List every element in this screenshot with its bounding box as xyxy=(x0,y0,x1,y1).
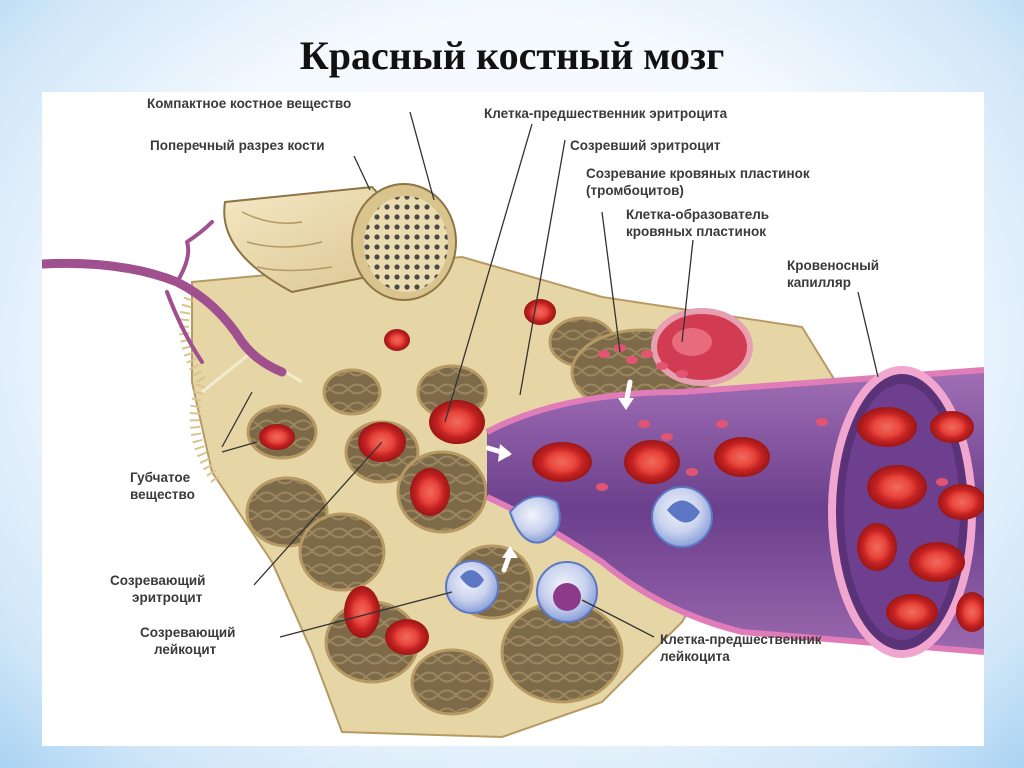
label-platelet-maturation-2: (тромбоцитов) xyxy=(586,183,684,198)
label-platelet-former-2: кровяных пластинок xyxy=(626,224,766,239)
bone-marrow-illustration: Компактное костное вещество Поперечный р… xyxy=(42,92,984,746)
label-platelet-former-1: Клетка-образователь xyxy=(626,207,769,222)
label-maturing-erythrocyte-1: Созревающий xyxy=(110,573,205,588)
label-cross-section: Поперечный разрез кости xyxy=(150,138,325,153)
bone-marrow-figure: Компактное костное вещество Поперечный р… xyxy=(42,92,984,746)
label-compact-bone: Компактное костное вещество xyxy=(147,96,351,111)
label-maturing-leukocyte-1: Созревающий xyxy=(140,625,235,640)
label-spongy-1: Губчатое xyxy=(130,470,191,485)
label-capillary-1: Кровеносный xyxy=(787,258,879,273)
slide-title: Красный костный мозг xyxy=(0,32,1024,79)
label-mature-erythrocyte: Созревший эритроцит xyxy=(570,138,721,153)
label-spongy-2: вещество xyxy=(130,487,195,502)
label-leukocyte-precursor-1: Клетка-предшественник xyxy=(660,632,822,647)
label-erythrocyte-precursor: Клетка-предшественник эритроцита xyxy=(484,106,728,121)
label-capillary-2: капилляр xyxy=(787,275,851,290)
label-maturing-erythrocyte-2: эритроцит xyxy=(132,590,203,605)
label-maturing-leukocyte-2: лейкоцит xyxy=(154,642,217,657)
label-leukocyte-precursor-2: лейкоцита xyxy=(660,649,730,664)
megakaryocyte xyxy=(654,311,750,383)
label-platelet-maturation-1: Созревание кровяных пластинок xyxy=(586,166,810,181)
